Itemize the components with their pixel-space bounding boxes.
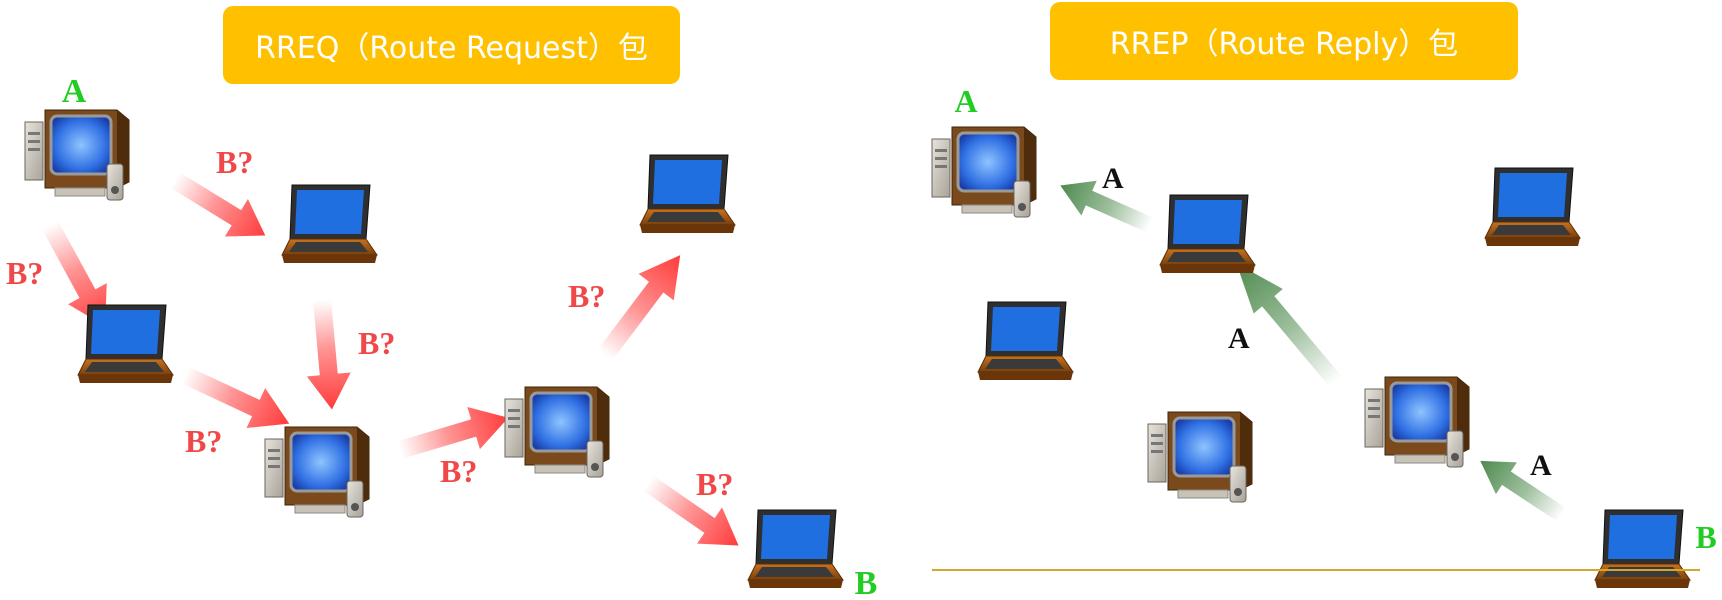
request-label: B?: [6, 255, 43, 291]
request-label: B?: [440, 453, 477, 489]
rreq-arrow: [300, 298, 354, 412]
laptop-icon: [977, 301, 1074, 381]
source-label: A: [62, 73, 87, 110]
rrep-title: RREP（Route Reply）包: [1109, 27, 1459, 62]
destination-label: B: [1695, 519, 1716, 555]
rrep-labels: A B A A A: [954, 83, 1716, 555]
request-label: B?: [358, 325, 395, 361]
rrep-banner: RREP（Route Reply）包: [1050, 2, 1518, 80]
request-label: B?: [696, 466, 733, 502]
reply-label: A: [1102, 162, 1124, 195]
laptop-icon: [1159, 194, 1256, 274]
rreq-arrow: [635, 464, 752, 564]
laptop-icon: [1484, 167, 1581, 247]
destination-label: B: [855, 565, 878, 600]
laptop-icon: [1594, 509, 1691, 589]
request-label: B?: [216, 144, 253, 180]
rreq-labels: A B B? B? B? B? B? B? B?: [6, 73, 877, 600]
desktop-icon: [23, 108, 131, 202]
rrep-arrow: [1469, 445, 1573, 531]
reply-label: A: [1228, 322, 1250, 355]
desktop-icon: [1363, 375, 1471, 469]
reply-label: A: [1530, 449, 1552, 482]
source-label: A: [954, 83, 977, 119]
rreq-banner: RREQ（Route Request）包: [223, 6, 680, 84]
request-label: B?: [185, 423, 222, 459]
laptop-icon: [747, 509, 844, 589]
desktop-icon: [930, 125, 1038, 219]
laptop-icon: [77, 304, 174, 384]
desktop-icon: [1146, 410, 1254, 504]
desktop-icon: [503, 385, 611, 479]
desktop-icon: [263, 425, 371, 519]
rreq-title: RREQ（Route Request）包: [255, 31, 648, 66]
request-label: B?: [568, 278, 605, 314]
laptop-icon: [639, 154, 736, 234]
laptop-icon: [281, 184, 378, 264]
